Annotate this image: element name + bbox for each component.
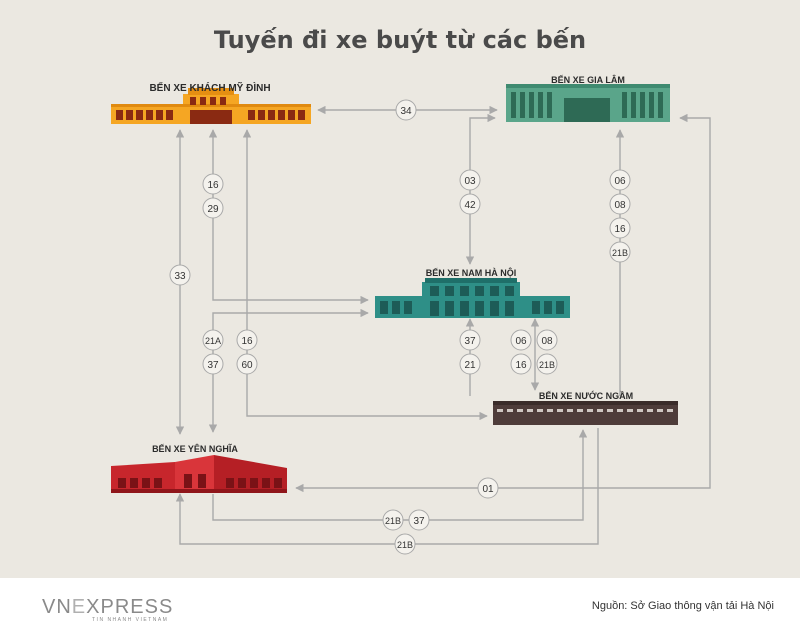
route-badge-06: 06 xyxy=(609,169,631,191)
route-badge-37: 37 xyxy=(202,353,224,375)
svg-text:16: 16 xyxy=(207,180,219,191)
route-badge-21B: 21B xyxy=(609,241,631,263)
station-gia-lam: BẾN XE GIA LÂM xyxy=(506,74,670,122)
station-my-dinh: BẾN XE KHÁCH MỸ ĐÌNH xyxy=(111,81,311,124)
source-credit: Nguồn: Sở Giao thông vận tải Hà Nội xyxy=(591,600,774,612)
route-badge-60: 60 xyxy=(236,353,258,375)
route-badge-37: 37 xyxy=(408,509,430,531)
route-badge-16: 16 xyxy=(609,217,631,239)
route-badge-21B: 21B xyxy=(382,509,404,531)
svg-text:03: 03 xyxy=(464,176,476,187)
svg-text:08: 08 xyxy=(614,200,626,211)
svg-text:01: 01 xyxy=(482,484,494,495)
route-badge-16: 16 xyxy=(236,329,258,351)
svg-text:34: 34 xyxy=(400,106,412,117)
svg-text:33: 33 xyxy=(174,271,186,282)
svg-text:16: 16 xyxy=(515,360,527,371)
station-label-nam-ha-noi: BẾN XE NAM HÀ NỘI xyxy=(426,267,517,278)
line-21B xyxy=(175,428,599,545)
station-label-nuoc-ngam: BẾN XE NƯỚC NGẦM xyxy=(539,390,633,401)
svg-text:16: 16 xyxy=(241,336,253,347)
route-badge-21B: 21B xyxy=(536,353,558,375)
station-nam-ha-noi: BẾN XE NAM HÀ NỘI xyxy=(375,267,570,318)
station-label-yen-nghia: BẾN XE YÊN NGHĨA xyxy=(152,443,238,454)
route-badge-21A: 21A xyxy=(202,329,224,351)
svg-text:29: 29 xyxy=(207,204,219,215)
vnexpress-logo: VNEXPRESS xyxy=(42,596,174,618)
route-badge-01: 01 xyxy=(477,477,499,499)
station-nuoc-ngam: BẾN XE NƯỚC NGẦM xyxy=(493,390,678,425)
route-badge-16: 16 xyxy=(510,353,532,375)
svg-text:21B: 21B xyxy=(612,248,628,258)
route-badge-29: 29 xyxy=(202,197,224,219)
svg-text:21A: 21A xyxy=(205,336,221,346)
svg-text:08: 08 xyxy=(541,336,553,347)
svg-text:37: 37 xyxy=(413,516,425,527)
svg-text:06: 06 xyxy=(515,336,527,347)
route-badge-21: 21 xyxy=(459,353,481,375)
route-badge-16: 16 xyxy=(202,173,224,195)
svg-text:37: 37 xyxy=(464,336,476,347)
page-title: Tuyến đi xe buýt từ các bến xyxy=(213,26,587,54)
route-badge-42: 42 xyxy=(459,193,481,215)
line-03-42 xyxy=(465,113,496,265)
svg-text:21B: 21B xyxy=(397,540,413,550)
svg-text:60: 60 xyxy=(241,360,253,371)
svg-text:42: 42 xyxy=(464,200,476,211)
route-badge-03: 03 xyxy=(459,169,481,191)
svg-text:21B: 21B xyxy=(539,360,555,370)
svg-text:06: 06 xyxy=(614,176,626,187)
svg-text:16: 16 xyxy=(614,224,626,235)
route-badge-08: 08 xyxy=(536,329,558,351)
svg-text:37: 37 xyxy=(207,360,219,371)
route-badge-33: 33 xyxy=(169,264,191,286)
route-map: BẾN XE KHÁCH MỸ ĐÌNH BẾN XE GIA LÂM xyxy=(111,74,711,555)
line-01 xyxy=(295,113,711,493)
station-label-gia-lam: BẾN XE GIA LÂM xyxy=(551,74,625,85)
footer xyxy=(0,578,800,636)
svg-text:21B: 21B xyxy=(385,516,401,526)
logo-tagline: TIN NHANH VIETNAM xyxy=(92,617,169,623)
station-label-my-dinh: BẾN XE KHÁCH MỸ ĐÌNH xyxy=(149,81,270,94)
station-yen-nghia: BẾN XE YÊN NGHĨA xyxy=(111,443,287,493)
route-badge-37: 37 xyxy=(459,329,481,351)
route-badge-34: 34 xyxy=(395,99,417,121)
route-badge-21B: 21B xyxy=(394,533,416,555)
line-21A-37 xyxy=(208,308,369,433)
svg-text:21: 21 xyxy=(464,360,476,371)
route-badge-06: 06 xyxy=(510,329,532,351)
route-badge-08: 08 xyxy=(609,193,631,215)
line-16-29 xyxy=(208,129,369,305)
